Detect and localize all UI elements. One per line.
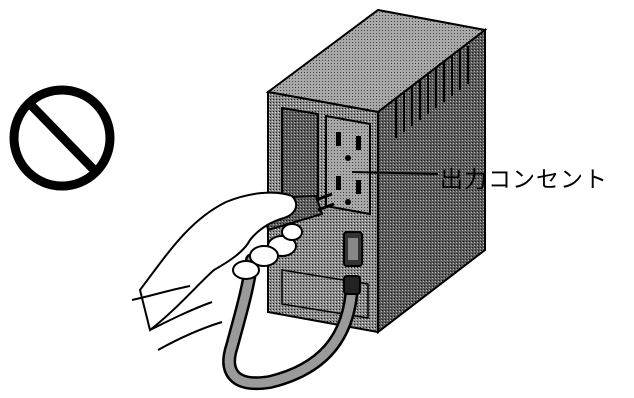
side-vents (395, 46, 469, 138)
power-cord (222, 253, 361, 391)
outlet-panel (325, 114, 371, 216)
prohibition-icon (9, 85, 115, 191)
serial-port (343, 231, 363, 267)
callout-leader-line (351, 171, 439, 175)
outlet-callout-label: 出力コンセント (440, 167, 608, 193)
hand-with-plug (131, 191, 335, 351)
ups-unit (265, 8, 488, 335)
